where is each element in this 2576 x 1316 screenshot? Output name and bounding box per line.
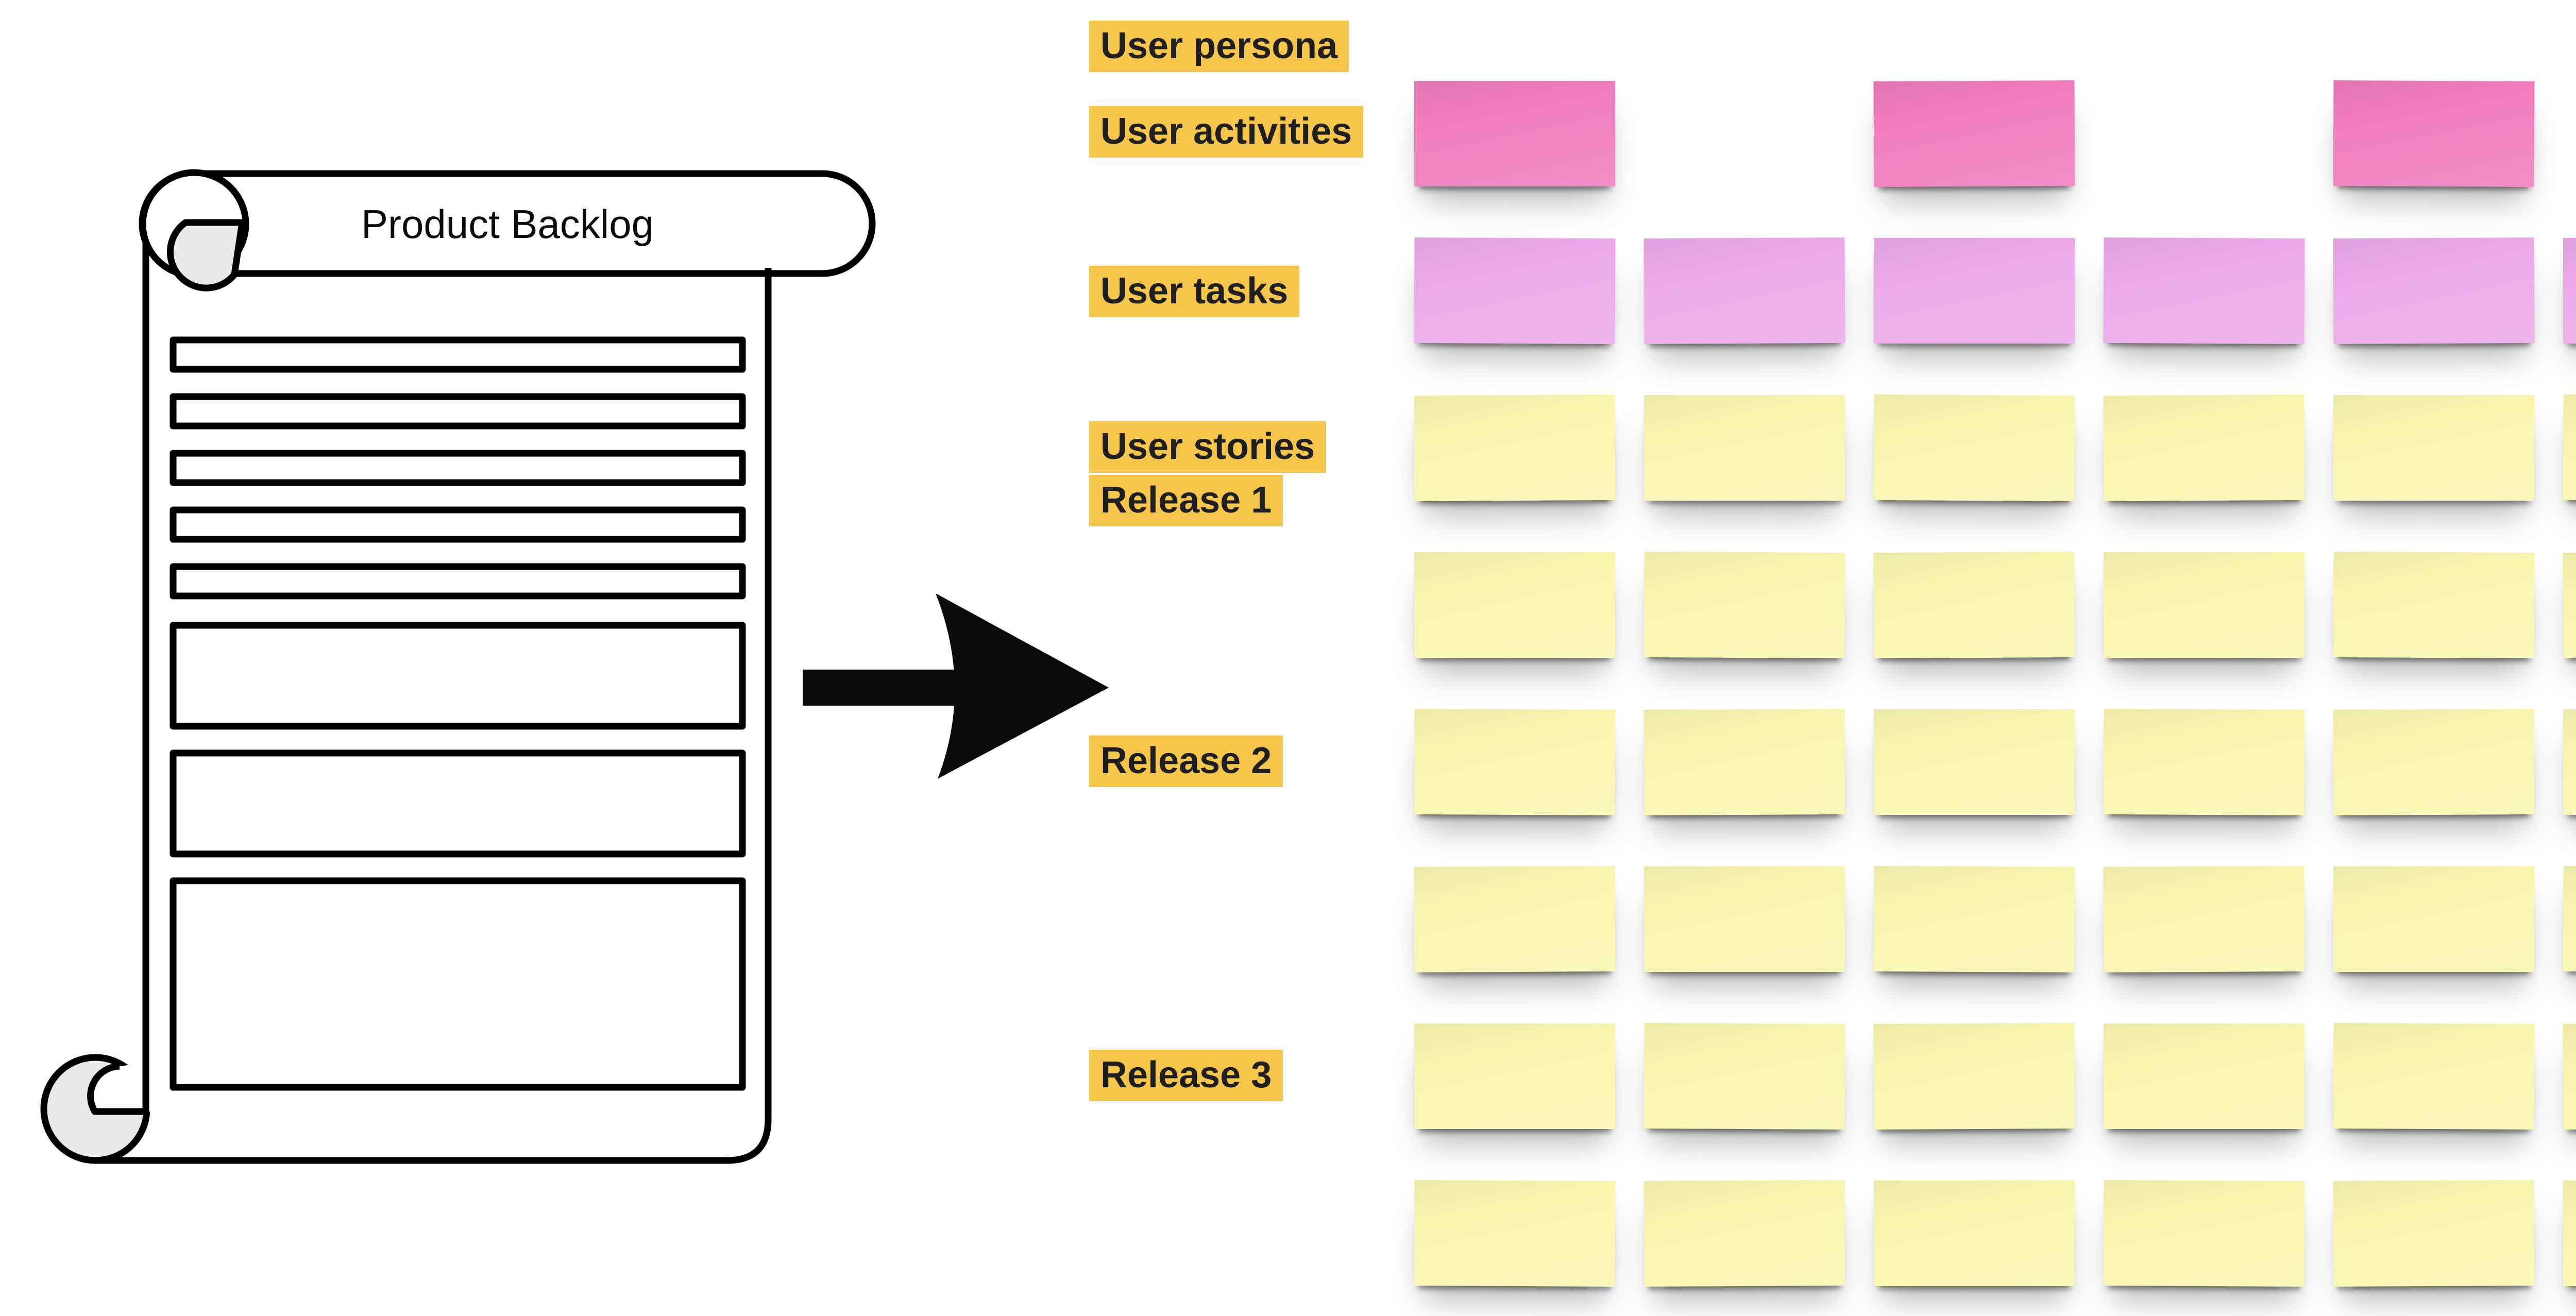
scroll-top-curl-paper	[166, 219, 246, 292]
label-user-tasks: User tasks	[1089, 266, 1300, 317]
user-story-note	[2103, 708, 2305, 816]
user-task-note	[1643, 237, 1845, 345]
user-story-note	[2333, 708, 2535, 816]
user-story-note	[1414, 552, 1615, 658]
user-story-note	[1643, 1022, 1845, 1130]
scroll-bottom-curl-spiral	[87, 1063, 146, 1115]
user-story-note	[1873, 394, 2075, 502]
user-story-note	[2104, 1023, 2304, 1129]
backlog-item-box	[170, 749, 746, 858]
user-task-note	[1414, 237, 1616, 345]
backlog-line-bar	[170, 450, 746, 486]
user-story-note	[2333, 551, 2535, 659]
user-story-note	[1644, 866, 1845, 972]
user-story-note	[2333, 1180, 2535, 1287]
user-story-note	[1414, 865, 1616, 973]
user-story-note	[2333, 1022, 2535, 1130]
backlog-line-bar	[170, 393, 746, 430]
backlog-item-boxes	[170, 622, 746, 1091]
user-story-note	[1644, 395, 1845, 501]
user-story-note	[2563, 551, 2576, 659]
scroll-title: Product Backlog	[361, 201, 654, 247]
user-task-note	[2333, 237, 2535, 345]
user-story-note	[1414, 1180, 1616, 1287]
scroll-body	[94, 242, 772, 1164]
label-user-stories: User stories	[1089, 421, 1327, 473]
user-story-note	[2103, 394, 2305, 502]
user-activity-note	[2333, 80, 2535, 187]
label-release-2: Release 2	[1089, 736, 1283, 787]
user-story-note	[1873, 865, 2075, 973]
label-user-persona: User persona	[1089, 21, 1349, 72]
user-story-note	[2563, 394, 2576, 502]
user-story-note	[1643, 1180, 1845, 1287]
label-release-3: Release 3	[1089, 1050, 1283, 1101]
user-story-note	[2333, 866, 2534, 972]
product-backlog-scroll: Product Backlog	[40, 169, 876, 1164]
backlog-line-bar	[170, 506, 746, 543]
user-story-note	[2104, 552, 2304, 658]
user-activity-note	[1873, 80, 2075, 187]
user-story-note	[2103, 1180, 2305, 1287]
user-story-note	[2563, 709, 2576, 815]
user-story-note	[1414, 708, 1616, 816]
user-story-note	[1643, 551, 1845, 659]
user-story-note	[1873, 1022, 2075, 1130]
backlog-item-box	[170, 622, 746, 730]
user-story-note	[2563, 1022, 2576, 1130]
user-story-note	[1414, 394, 1616, 502]
user-story-note	[1874, 1181, 2075, 1286]
user-task-note	[2103, 237, 2305, 345]
user-story-note	[2103, 865, 2305, 973]
user-activity-note	[1414, 81, 1615, 186]
user-story-note	[2563, 865, 2576, 973]
user-story-note	[1414, 1023, 1615, 1129]
user-story-note	[2563, 1181, 2576, 1286]
backlog-item-box	[170, 877, 746, 1091]
label-user-activities: User activities	[1089, 106, 1364, 158]
label-release-1: Release 1	[1089, 475, 1283, 526]
arrow-right-icon	[803, 593, 1109, 779]
scroll-bottom-curl-notch	[90, 1062, 152, 1112]
user-task-note	[2563, 238, 2576, 344]
backlog-line-bars	[170, 336, 746, 600]
user-story-note	[1874, 709, 2075, 815]
user-story-note	[2333, 395, 2534, 501]
backlog-line-bar	[170, 563, 746, 600]
user-story-note	[1643, 708, 1845, 816]
user-story-note	[1873, 551, 2075, 659]
backlog-line-bar	[170, 336, 746, 373]
user-task-note	[1874, 238, 2075, 344]
